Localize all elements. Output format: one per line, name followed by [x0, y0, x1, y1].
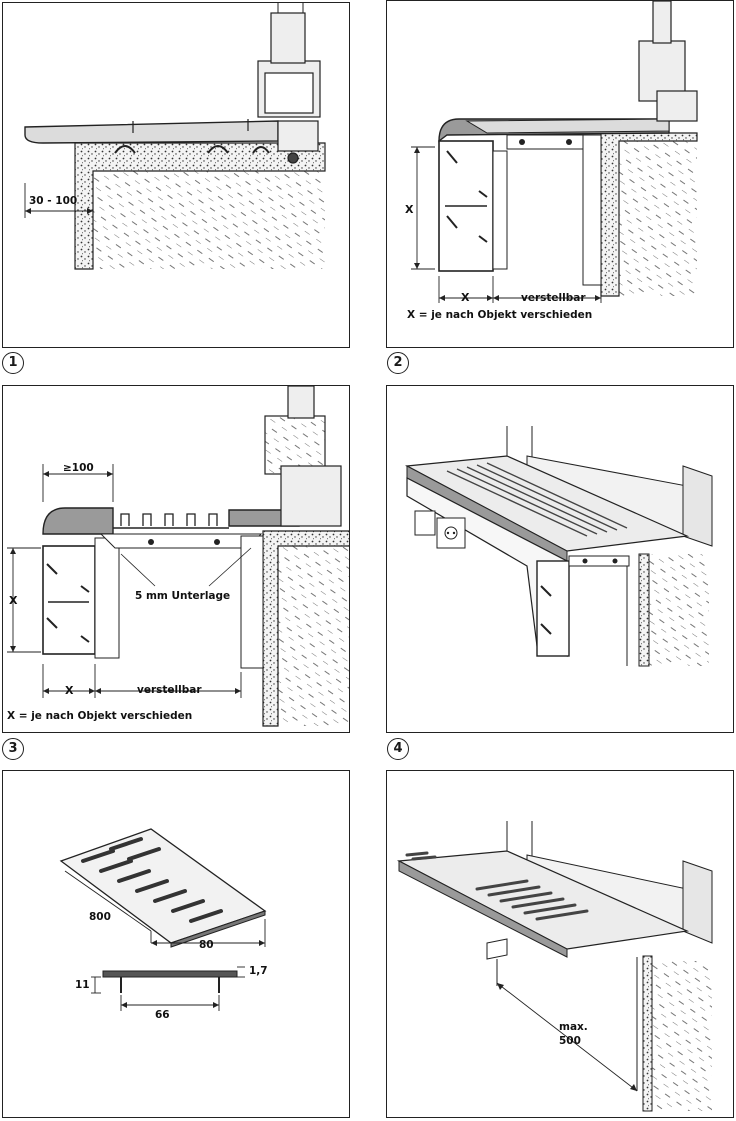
- dimension-height: 11: [75, 979, 90, 991]
- dimension-x-vertical: X: [9, 594, 18, 607]
- panel-6: max. 500: [386, 770, 734, 1118]
- label-underlay: 5 mm Unterlage: [135, 590, 231, 602]
- panel-number-3: 3: [2, 738, 24, 760]
- note-x-varies: X = je nach Objekt verschieden: [407, 309, 593, 321]
- dimension-min-100: ≥100: [63, 462, 94, 474]
- dimension-inner-width: 66: [155, 1009, 170, 1021]
- panel-6-drawing: [396, 821, 713, 1112]
- dimension-length: 800: [89, 911, 111, 923]
- label-adjustable: verstellbar: [521, 292, 586, 304]
- dimension-thickness: 1,7: [249, 965, 268, 977]
- note-x-varies: X = je nach Objekt verschieden: [7, 710, 193, 722]
- dimension-width: 80: [199, 939, 214, 951]
- dimension-x-horizontal: X: [65, 684, 74, 697]
- panel-1: 30 - 100: [2, 2, 350, 348]
- panel-2: X X verstellbar X = je nach Objekt versc…: [386, 0, 734, 348]
- label-max: max.: [559, 1021, 588, 1033]
- panel-5-drawing: [59, 828, 267, 1011]
- panel-number-1: 1: [2, 352, 24, 374]
- label-adjustable: verstellbar: [137, 684, 202, 696]
- panel-1-drawing: [24, 3, 326, 270]
- dimension-max-500: 500: [559, 1035, 581, 1047]
- dimension-x-vertical: X: [405, 203, 414, 216]
- panel-5: 800 80 1,7 11 66: [2, 770, 350, 1118]
- panel-4: [386, 385, 734, 733]
- dimension-overhang: 30 - 100: [29, 195, 78, 207]
- panel-number-4: 4: [387, 738, 409, 760]
- panel-2-drawing: [411, 1, 698, 303]
- dimension-x-horizontal: X: [461, 291, 470, 304]
- panel-number-2: 2: [387, 352, 409, 374]
- panel-3-drawing: [7, 386, 349, 727]
- panel-3: ≥100 5 mm Unterlage X X verstellbar X = …: [2, 385, 350, 733]
- panel-4-drawing: [404, 426, 713, 667]
